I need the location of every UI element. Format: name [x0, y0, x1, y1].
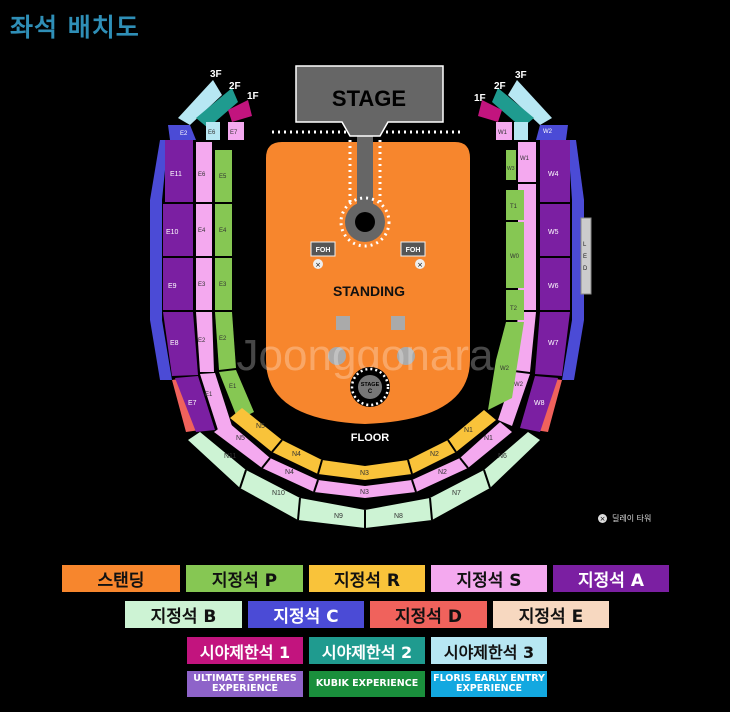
- led-label-e: E: [583, 254, 587, 260]
- level-3f-left: 3F: [210, 69, 222, 80]
- section-T1[interactable]: T1: [510, 204, 518, 210]
- section-E6-s[interactable]: E6: [198, 172, 206, 178]
- relay-tower-label: 딜레이 타워: [612, 514, 652, 523]
- foh-left: FOH ×: [310, 241, 336, 269]
- section-E7[interactable]: E7: [188, 400, 197, 407]
- main-stage: [295, 65, 444, 137]
- section-W1-s[interactable]: W1: [520, 156, 530, 162]
- section-W7[interactable]: W7: [548, 340, 559, 347]
- section-N5-s[interactable]: N5: [236, 435, 245, 442]
- relay-tower-icon: ×: [598, 514, 607, 523]
- legend-ultimate-spheres[interactable]: ULTIMATE SPHERES EXPERIENCE: [187, 671, 303, 697]
- section-W2-p[interactable]: W2: [500, 366, 510, 372]
- section-N2-s[interactable]: N2: [438, 469, 447, 476]
- section-W1-top[interactable]: W1: [498, 130, 508, 136]
- section-W5[interactable]: W5: [548, 229, 559, 236]
- level-1f-right: 1F: [474, 93, 486, 104]
- section-N1-r[interactable]: N1: [464, 427, 473, 434]
- section-E2-s[interactable]: E2: [198, 338, 206, 344]
- speaker-right: [397, 347, 415, 365]
- level-1f-left: 1F: [247, 91, 259, 102]
- section-N6[interactable]: N6: [498, 453, 507, 460]
- legend-seat-d[interactable]: 지정석 D: [370, 601, 487, 628]
- section-N4-s[interactable]: N4: [285, 469, 294, 476]
- section-N9[interactable]: N9: [334, 513, 343, 520]
- left-stands: E2 E6 E7 E11 E10 E9 E8 E7 E6 E4 E3 E2: [150, 80, 254, 432]
- section-N3-r[interactable]: N3: [360, 470, 369, 477]
- tower-right: [391, 316, 405, 330]
- standing-label: STANDING: [333, 283, 405, 299]
- level-3f-right: 3F: [515, 70, 527, 81]
- legend-seat-r[interactable]: 지정석 R: [309, 565, 425, 592]
- legend-seat-c[interactable]: 지정석 C: [248, 601, 364, 628]
- section-E4-p[interactable]: E4: [219, 228, 227, 234]
- tower-left: [336, 316, 350, 330]
- seat-map: E2 E6 E7 E11 E10 E9 E8 E7 E6 E4 E3 E2: [150, 65, 592, 528]
- legend-limited-2[interactable]: 시야제한석 2: [309, 637, 425, 664]
- speaker-left: [328, 347, 346, 365]
- section-W3-p[interactable]: W3: [507, 166, 515, 172]
- page-title: 좌석 배치도: [10, 13, 140, 42]
- section-E3-p[interactable]: E3: [219, 282, 227, 288]
- section-E9[interactable]: E9: [168, 283, 177, 290]
- level-2f-left: 2F: [229, 81, 241, 92]
- section-W0[interactable]: W0: [510, 254, 520, 260]
- section-T2[interactable]: T2: [510, 306, 518, 312]
- legend-seat-a[interactable]: 지정석 A: [553, 565, 669, 592]
- svg-text:×: ×: [417, 261, 423, 269]
- section-N11[interactable]: N11: [224, 453, 236, 460]
- section-E1-s[interactable]: E1: [205, 392, 213, 398]
- standing-area[interactable]: [266, 142, 470, 424]
- section-E11[interactable]: E11: [170, 171, 182, 178]
- section-E4-s[interactable]: E4: [198, 228, 206, 234]
- section-E5-p[interactable]: E5: [219, 174, 227, 180]
- level-2f-right: 2F: [494, 81, 506, 92]
- section-N1-s[interactable]: N1: [484, 435, 493, 442]
- svg-text:×: ×: [315, 261, 321, 269]
- legend-limited-3[interactable]: 시야제한석 3: [431, 637, 547, 664]
- section-E2-top[interactable]: E2: [180, 131, 188, 137]
- legend-standing[interactable]: 스탠딩: [62, 565, 180, 592]
- section-E1-p[interactable]: E1: [229, 384, 237, 390]
- foh-right: FOH ×: [400, 241, 426, 269]
- right-stands: W2 W1 W4 W5 W6 W7 W8 W1 W2 W3 T1 W0 T2: [478, 80, 592, 432]
- runway: [272, 120, 460, 248]
- svg-text:FOH: FOH: [316, 247, 331, 254]
- section-E2-p[interactable]: E2: [219, 336, 227, 342]
- svg-text:FOH: FOH: [406, 247, 421, 254]
- north-stands: N11 N10 N9 N8 N7 N6 N5 N4 N3 N2 N1 N5 N4…: [188, 408, 540, 528]
- section-N10[interactable]: N10: [272, 490, 285, 497]
- section-W8[interactable]: W8: [534, 400, 545, 407]
- legend-seat-p[interactable]: 지정석 P: [186, 565, 303, 592]
- section-W2-top[interactable]: W2: [543, 129, 553, 135]
- section-W2-s[interactable]: W2: [514, 382, 524, 388]
- section-N8[interactable]: N8: [394, 513, 403, 520]
- led-label-l: L: [583, 242, 587, 248]
- legend-seat-s[interactable]: 지정석 S: [431, 565, 547, 592]
- section-E6-top[interactable]: E6: [208, 130, 216, 136]
- section-N5-r[interactable]: N5: [256, 423, 265, 430]
- legend-kubik[interactable]: KUBIK EXPERIENCE: [309, 671, 425, 697]
- section-E8[interactable]: E8: [170, 340, 179, 347]
- section-N3-s[interactable]: N3: [360, 489, 369, 496]
- legend-seat-b[interactable]: 지정석 B: [125, 601, 242, 628]
- b-stage: STAGE C: [350, 367, 390, 407]
- section-N7[interactable]: N7: [452, 490, 461, 497]
- section-E10[interactable]: E10: [166, 229, 179, 236]
- legend-limited-1[interactable]: 시야제한석 1: [187, 637, 303, 664]
- floor-label: FLOOR: [351, 432, 390, 444]
- stage-label: STAGE: [332, 86, 406, 111]
- section-E3-s[interactable]: E3: [198, 282, 206, 288]
- section-W4[interactable]: W4: [548, 171, 559, 178]
- section-N2-r[interactable]: N2: [430, 451, 439, 458]
- svg-text:STAGE: STAGE: [361, 382, 380, 388]
- section-E7-top[interactable]: E7: [230, 130, 238, 136]
- led-label-d: D: [583, 266, 588, 272]
- svg-text:C: C: [368, 389, 373, 395]
- section-N4-r[interactable]: N4: [292, 451, 301, 458]
- legend-seat-e[interactable]: 지정석 E: [493, 601, 609, 628]
- section-W6[interactable]: W6: [548, 283, 559, 290]
- relay-tower-note: × 딜레이 타워: [598, 513, 651, 524]
- legend-floris[interactable]: FLORIS EARLY ENTRY EXPERIENCE: [431, 671, 547, 697]
